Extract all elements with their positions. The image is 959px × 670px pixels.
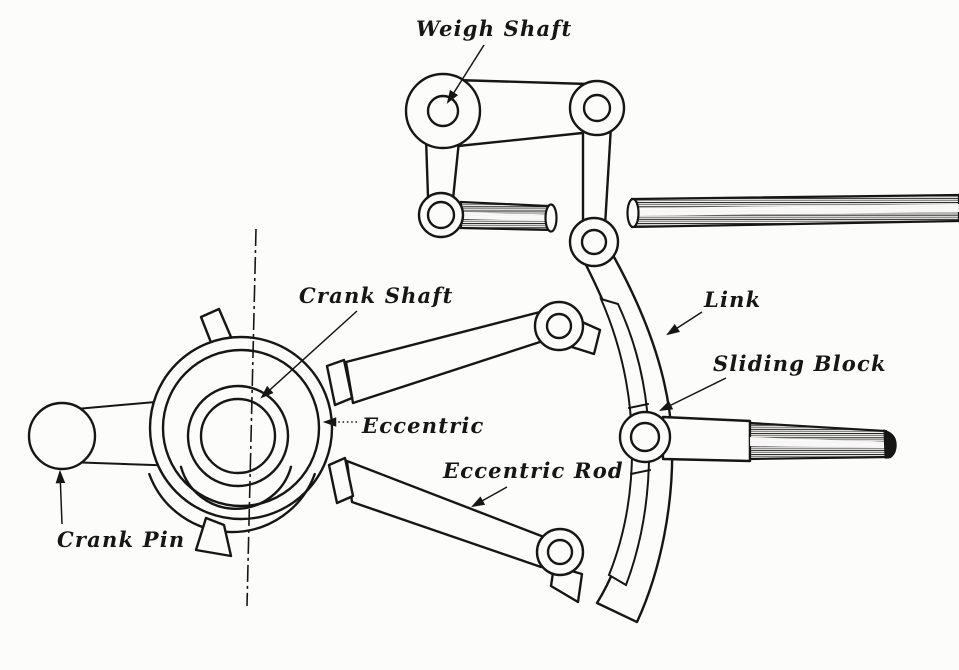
link-assembly xyxy=(533,216,897,624)
rear-strap-arc xyxy=(148,472,316,534)
eccentric-assembly xyxy=(64,228,546,607)
left-rod-eye-hole xyxy=(426,200,456,230)
centre-line xyxy=(246,228,257,607)
sliding-block-rod xyxy=(748,421,897,461)
sliding-block-leader xyxy=(658,377,727,411)
crank-pin-leader xyxy=(55,469,66,525)
link-leader xyxy=(666,311,703,336)
weigh-shaft-leader xyxy=(446,44,485,104)
label-crank-pin: Crank Pin xyxy=(57,527,185,552)
label-eccentric-rod: Eccentric Rod xyxy=(442,458,624,483)
lower-rod-eye-hole xyxy=(546,538,574,566)
weigh-shaft-hole xyxy=(426,94,460,128)
weigh-shaft-bell-crank xyxy=(404,72,626,239)
slot-cross-line-lower xyxy=(630,469,651,475)
label-crank-shaft: Crank Shaft xyxy=(299,283,454,308)
crank-shaft-leader xyxy=(260,310,358,399)
link-suspension-eye-hole xyxy=(580,228,608,256)
label-link: Link xyxy=(703,287,761,312)
crank-shaft-bore xyxy=(199,397,277,475)
sliding-block-body xyxy=(661,415,752,463)
eccentric-strap-inner xyxy=(161,348,321,508)
upper-eccentric-rod xyxy=(344,310,545,405)
upper-strap-lug xyxy=(325,358,354,407)
link-slot xyxy=(599,297,651,587)
label-eccentric: Eccentric xyxy=(361,413,485,438)
label-weigh-shaft: Weigh Shaft xyxy=(416,16,572,41)
annotations: Weigh Shaft Crank Shaft Link Sliding Blo… xyxy=(55,16,887,552)
crank-pin-group xyxy=(27,401,97,471)
eccentric-rod-leader xyxy=(471,486,508,508)
rod-end-cap xyxy=(883,429,897,459)
crank-pin-circle xyxy=(27,401,97,471)
radius-rod xyxy=(626,193,959,229)
slot-cross-line-upper xyxy=(628,403,649,409)
lower-strap-lug xyxy=(327,456,355,505)
right-drop-arm xyxy=(581,124,613,228)
bottom-strap-lug xyxy=(194,516,233,558)
rear-sheave-arc xyxy=(179,465,293,511)
short-valve-rod xyxy=(459,200,558,233)
upper-rod-eye-hole xyxy=(545,312,573,340)
sliding-block-eye-hole xyxy=(629,421,661,453)
bell-crank-eye-hole xyxy=(582,93,612,123)
label-sliding-block: Sliding Block xyxy=(713,351,887,376)
